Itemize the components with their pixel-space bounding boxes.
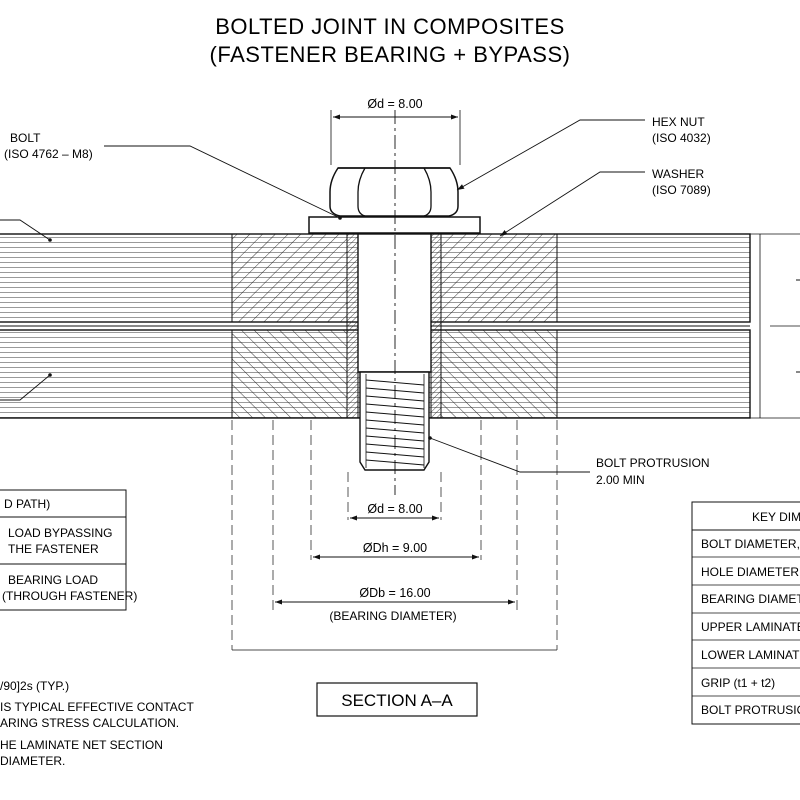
extension-lines <box>231 420 558 650</box>
svg-text:ØDb = 16.00: ØDb = 16.00 <box>359 586 430 600</box>
callout-hex-nut: HEX NUT (ISO 4032) <box>456 115 711 191</box>
svg-text:SECTION A–A: SECTION A–A <box>341 691 453 710</box>
bolt-shank <box>357 233 432 373</box>
svg-text:ØDh = 9.00: ØDh = 9.00 <box>363 541 427 555</box>
svg-text:(ISO 4032): (ISO 4032) <box>652 131 711 145</box>
svg-text:Ød = 8.00: Ød = 8.00 <box>367 97 422 111</box>
svg-text:DIAMETER.: DIAMETER. <box>0 754 65 768</box>
svg-text:BEARING DIAMETE: BEARING DIAMETE <box>701 592 800 606</box>
dimension-bolt-top: Ød = 8.00 <box>330 97 461 165</box>
svg-text:(BEARING DIAMETER): (BEARING DIAMETER) <box>329 609 456 623</box>
svg-text:/90]2s (TYP.): /90]2s (TYP.) <box>0 679 69 693</box>
svg-text:GRIP (t1 + t2): GRIP (t1 + t2) <box>701 676 775 690</box>
svg-text:2.00 MIN: 2.00 MIN <box>596 473 645 487</box>
callout-bolt: BOLT (ISO 4762 – M8) <box>4 131 342 220</box>
svg-text:UPPER LAMINATE: UPPER LAMINATE <box>701 620 800 634</box>
key-dims-table: KEY DIM BOLT DIAMETER, d HOLE DIAMETER, … <box>691 501 800 725</box>
dimension-bolt-mid: Ød = 8.00 <box>350 502 439 521</box>
svg-text:THE FASTENER: THE FASTENER <box>8 542 99 556</box>
svg-text:BEARING LOAD: BEARING LOAD <box>8 573 98 587</box>
callout-washer: WASHER (ISO 7089) <box>499 167 711 237</box>
callout-bolt-protrusion: BOLT PROTRUSION 2.00 MIN <box>428 436 710 487</box>
svg-text:LOAD BYPASSING: LOAD BYPASSING <box>8 526 112 540</box>
svg-text:HE LAMINATE NET SECTION: HE LAMINATE NET SECTION <box>0 738 163 752</box>
notes: /90]2s (TYP.) IS TYPICAL EFFECTIVE CONTA… <box>0 679 194 768</box>
svg-text:WASHER: WASHER <box>652 167 705 181</box>
svg-text:ARING STRESS CALCULATION.: ARING STRESS CALCULATION. <box>0 716 179 730</box>
svg-text:IS TYPICAL EFFECTIVE CONTACT: IS TYPICAL EFFECTIVE CONTACT <box>0 700 194 714</box>
hex-nut <box>329 167 459 217</box>
svg-text:(ISO 4762 – M8): (ISO 4762 – M8) <box>4 147 93 161</box>
dimension-hole: ØDh = 9.00 <box>313 541 479 560</box>
svg-text:KEY DIM: KEY DIM <box>752 510 800 524</box>
svg-text:(THROUGH FASTENER): (THROUGH FASTENER) <box>2 589 137 603</box>
svg-text:(ISO 7089): (ISO 7089) <box>652 183 711 197</box>
svg-text:LOWER LAMINATE: LOWER LAMINATE <box>701 648 800 662</box>
svg-text:HEX NUT: HEX NUT <box>652 115 705 129</box>
svg-text:BOLT: BOLT <box>10 131 41 145</box>
svg-text:D PATH): D PATH) <box>4 497 50 511</box>
title-line-1: BOLTED JOINT IN COMPOSITES <box>215 14 565 39</box>
washer <box>308 216 481 234</box>
title-line-2: (FASTENER BEARING + BYPASS) <box>210 42 571 67</box>
svg-text:Ød = 8.00: Ød = 8.00 <box>367 502 422 516</box>
svg-text:BOLT DIAMETER, d: BOLT DIAMETER, d <box>701 537 800 551</box>
bolt-thread <box>359 371 430 471</box>
dimension-bearing: ØDb = 16.00 (BEARING DIAMETER) <box>275 586 515 623</box>
svg-text:BOLT PROTRUSION: BOLT PROTRUSION <box>596 456 710 470</box>
svg-text:BOLT PROTRUSIO: BOLT PROTRUSIO <box>701 703 800 717</box>
section-label: SECTION A–A <box>316 682 478 717</box>
load-path-legend: D PATH) LOAD BYPASSING THE FASTENER BEAR… <box>0 489 137 611</box>
svg-text:HOLE DIAMETER, D: HOLE DIAMETER, D <box>701 565 800 579</box>
